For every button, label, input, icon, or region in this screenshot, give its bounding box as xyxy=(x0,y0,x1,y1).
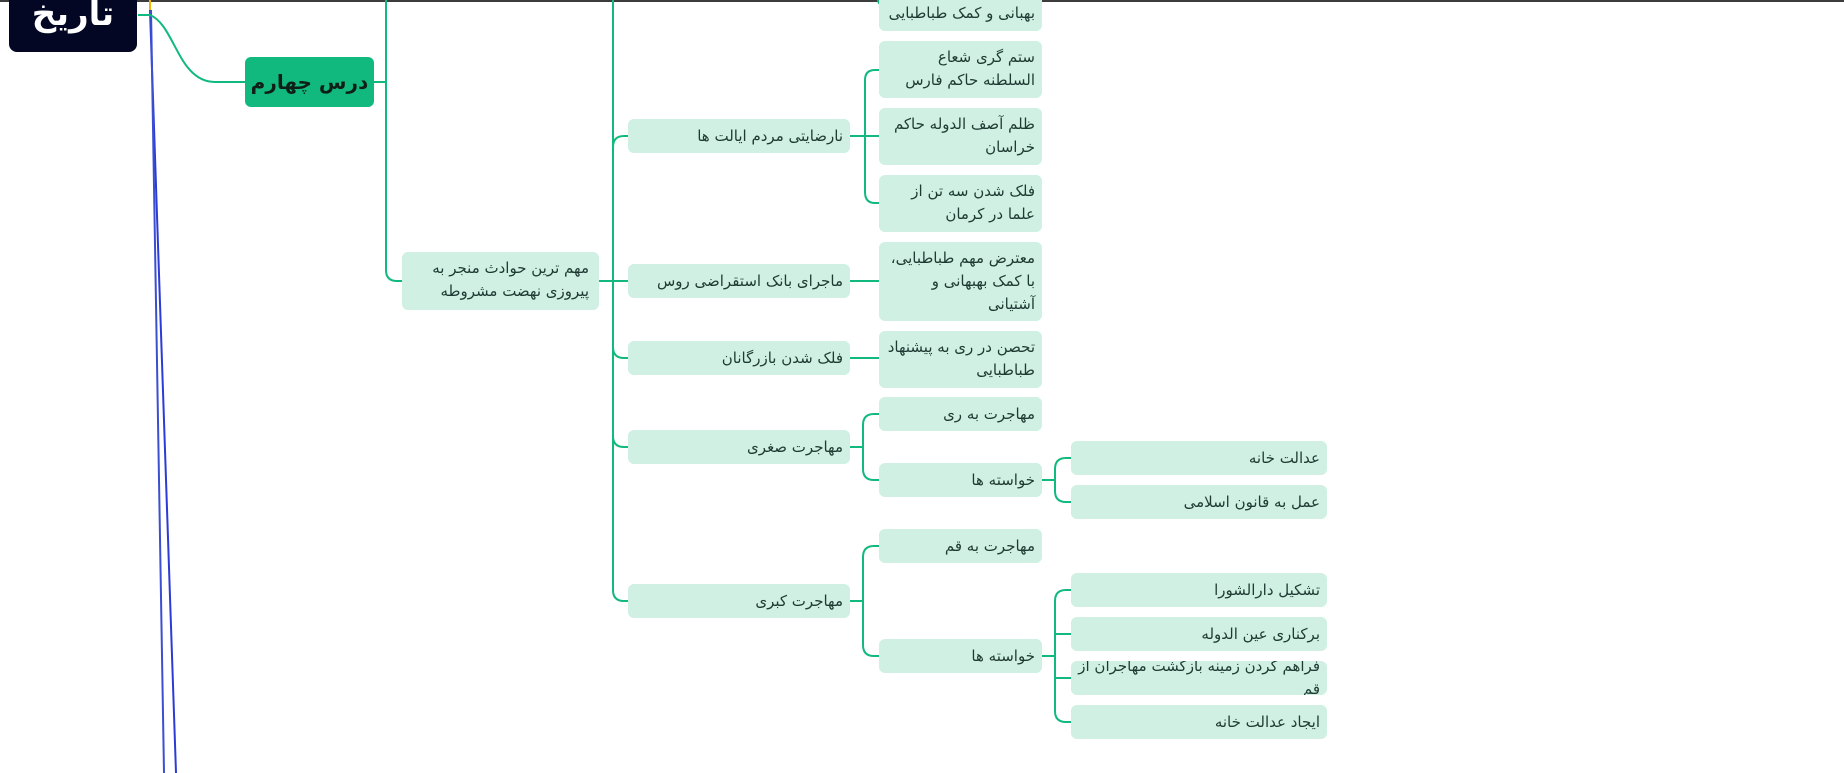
partial-top-leaf[interactable]: بهبانی و کمک طباطبایی xyxy=(879,0,1042,31)
demands-node[interactable]: خواسته ها xyxy=(879,463,1042,497)
demands-node[interactable]: خواسته ها xyxy=(879,639,1042,673)
branch-5-demands-trunk xyxy=(1054,589,1071,723)
lesson-node[interactable]: درس چهارم xyxy=(245,57,374,107)
branch-node-3[interactable]: فلک شدن بازرگانان xyxy=(628,341,850,375)
root-link-blue-2 xyxy=(150,9,165,773)
branch-5-trunk xyxy=(862,545,879,657)
leaf-node[interactable]: تحصن در ری به پیشنهاد طباطبایی xyxy=(879,331,1042,388)
leaf-node[interactable]: ستم گری شعاع السلطنه حاکم فارس xyxy=(879,41,1042,98)
root-link-blue-1 xyxy=(149,9,177,773)
branch-1-trunk xyxy=(864,69,879,204)
leaf-node[interactable]: معترض مهم طباطبایی، با کمک بهبهانی و آشت… xyxy=(879,242,1042,321)
topic-trunk xyxy=(612,0,628,602)
demand-item[interactable]: ایجاد عدالت خانه xyxy=(1071,705,1327,739)
leaf-node[interactable]: ظلم آصف الدوله حاکم خراسان xyxy=(879,108,1042,165)
branch-4-trunk xyxy=(862,413,879,481)
branch-node-4[interactable]: مهاجرت صغری xyxy=(628,430,850,464)
demand-item[interactable]: فراهم کردن زمینه بازگشت مهاجران از قم xyxy=(1071,661,1327,695)
root-lesson-link xyxy=(138,14,245,83)
topic-to-branch-1 xyxy=(612,135,628,148)
demand-item[interactable]: عدالت خانه xyxy=(1071,441,1327,475)
root-node[interactable]: تاریخ xyxy=(9,0,137,52)
branch-node-1[interactable]: نارضایتی مردم ایالت ها xyxy=(628,119,850,153)
demand-item[interactable]: عمل به قانون اسلامی xyxy=(1071,485,1327,519)
topic-node[interactable]: مهم ترین حوادث منجر به پیروزی نهضت مشروط… xyxy=(402,252,599,310)
lesson-trunk xyxy=(385,0,402,282)
branch-node-2[interactable]: ماجرای بانک استقراضی روس xyxy=(628,264,850,298)
leaf-node[interactable]: مهاجرت به ری xyxy=(879,397,1042,431)
demand-item[interactable]: تشکیل دارالشورا xyxy=(1071,573,1327,607)
leaf-node[interactable]: فلک شدن سه تن از علما در کرمان xyxy=(879,175,1042,232)
leaf-node[interactable]: مهاجرت به قم xyxy=(879,529,1042,563)
demand-item[interactable]: برکناری عین الدوله xyxy=(1071,617,1327,651)
topic-to-branch-4 xyxy=(612,435,628,448)
branch-node-5[interactable]: مهاجرت کبری xyxy=(628,584,850,618)
branch-4-demands-trunk xyxy=(1054,457,1071,503)
topic-to-branch-3 xyxy=(612,346,628,359)
